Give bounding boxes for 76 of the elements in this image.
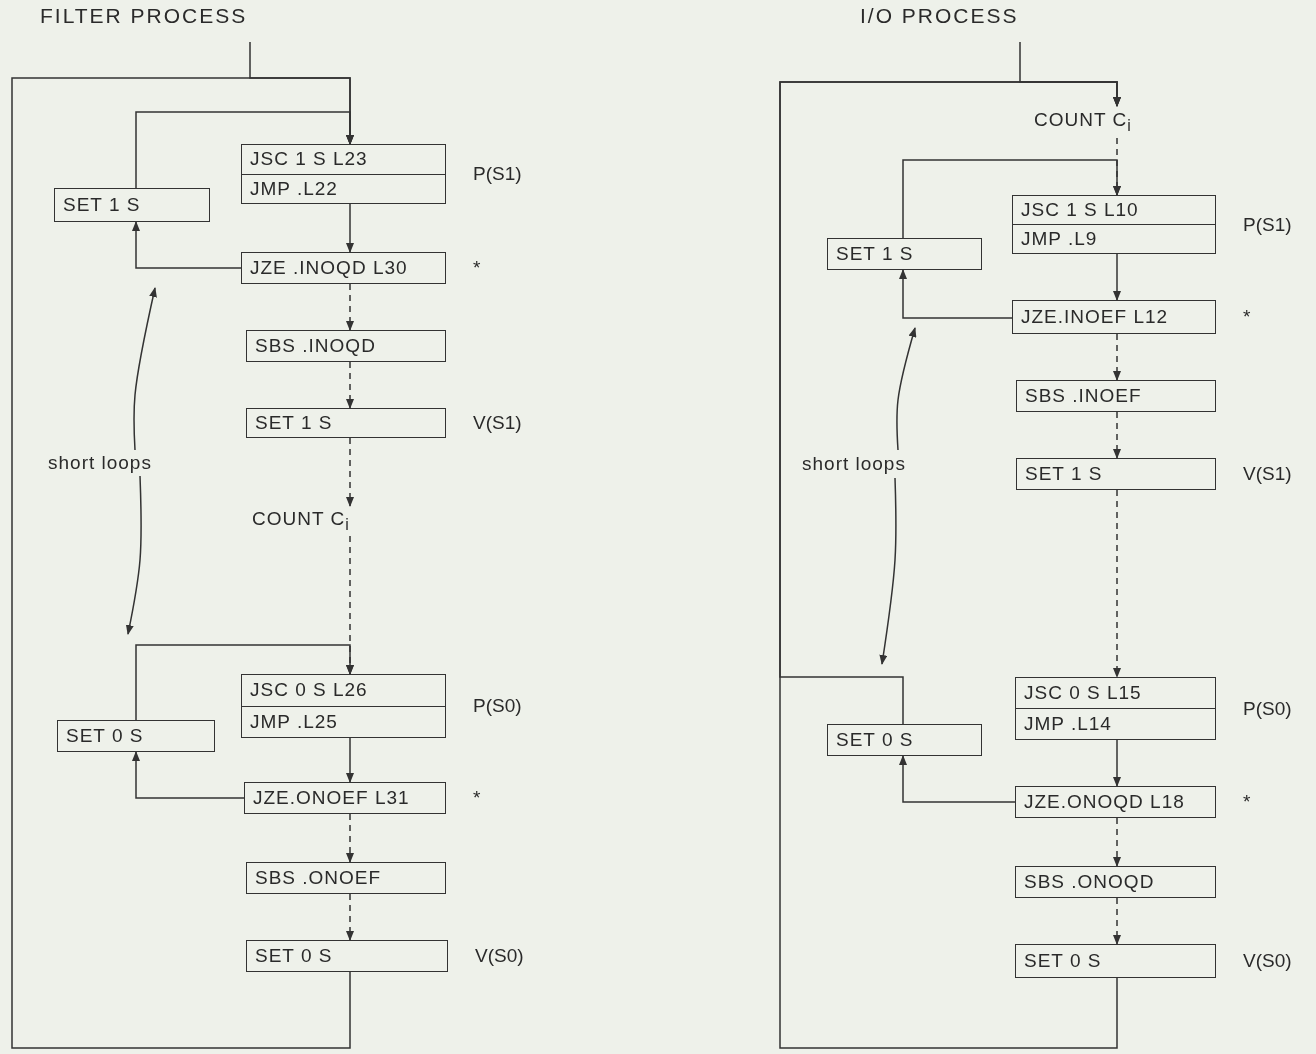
instruction-text: JSC 0 S L26 [249,678,369,703]
step-label: short loops [802,453,906,475]
side-note: V(S1) [473,412,522,434]
instruction-text: SET 1 S [254,411,334,435]
flow-arrow [132,221,242,269]
side-note: P(S1) [1243,213,1292,236]
flow-arrow [1113,739,1121,787]
section-heading: I/O PROCESS [860,4,1019,28]
instruction-text: JZE .INOQD L30 [249,256,409,280]
flow-arrow [132,751,245,799]
instruction-text: SBS .INOQD [254,334,377,358]
instruction-text: JZE.ONOEF L31 [252,786,411,810]
instruction-text: SET 0 S [254,944,334,968]
step-label: COUNT C$_{i}$ [252,508,350,534]
instruction-text: JMP .L9 [1013,224,1215,253]
instruction-text: SET 1 S [835,242,915,266]
instruction-text: SET 0 S [65,724,145,748]
flow-arrow [346,437,354,507]
side-note: V(S0) [1243,950,1292,972]
instruction-box [827,724,982,756]
instruction-text: JMP .L22 [242,173,445,203]
side-note: V(S1) [1243,463,1292,485]
flow-arrow [1113,897,1121,945]
flow-arrow [1113,333,1121,381]
side-note: P(S1) [473,163,522,185]
leader-arrow [896,327,917,451]
instruction-box [246,862,446,894]
instruction-box [54,188,210,222]
instruction-text: SET 1 S [1024,462,1104,486]
side-note: P(S0) [473,695,522,717]
instruction-box [246,330,446,362]
flow-arrow [135,644,354,721]
leader-arrow [125,475,142,635]
instruction-box [1016,380,1216,412]
flow-arrow [779,81,1121,1049]
side-note: * [1243,791,1251,813]
leader-arrow [879,477,897,665]
flow-arrow [11,77,354,1049]
side-note: * [473,257,481,279]
instruction-box [57,720,215,752]
instruction-text: SBS .INOEF [1024,384,1143,408]
instruction-text: SBS .ONOQD [1023,870,1156,894]
flow-arrow [346,203,354,253]
instruction-text: JZE.INOEF L12 [1020,305,1170,329]
section-heading: FILTER PROCESS [40,4,248,28]
flow-arrow [1113,411,1121,459]
step-label: COUNT C$_{i}$ [1034,109,1132,135]
flow-arrow [1113,489,1121,678]
flow-arrow [1113,253,1121,301]
instruction-box [827,238,982,270]
leader-arrow [133,287,157,451]
flow-arrow [346,813,354,863]
instruction-text: SBS .ONOEF [254,866,383,890]
side-note: P(S0) [1243,697,1292,720]
instruction-text: JMP .L14 [1016,708,1215,739]
instruction-text: JSC 0 S L15 [1023,681,1143,705]
side-note: * [1243,306,1251,328]
flow-arrow [899,755,1016,803]
instruction-text: JMP .L25 [242,705,445,737]
flow-arrow [902,159,1121,239]
flow-arrow [346,361,354,409]
flow-arrow [346,737,354,783]
side-note: V(S0) [475,945,524,967]
side-note: * [473,787,481,809]
step-label: short loops [48,452,152,474]
instruction-text: SET 0 S [1023,949,1103,973]
flow-arrow [1113,817,1121,867]
flow-arrow [346,283,354,331]
flow-arrow [899,269,1013,319]
instruction-text: JSC 1 S L23 [249,147,369,172]
instruction-box [1015,866,1216,898]
instruction-text: SET 1 S [62,193,142,217]
instruction-text: SET 0 S [835,728,915,752]
instruction-text: JZE.ONOQD L18 [1023,790,1186,814]
flow-arrow [346,893,354,941]
instruction-text: JSC 1 S L10 [1020,198,1140,222]
